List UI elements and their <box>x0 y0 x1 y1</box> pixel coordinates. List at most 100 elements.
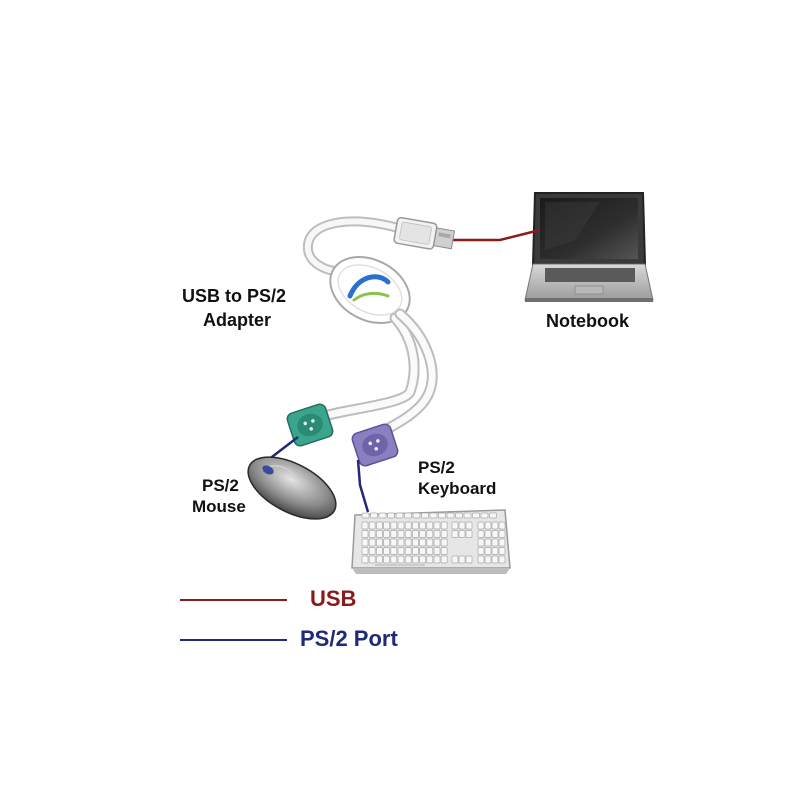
keyboard-key <box>440 555 448 564</box>
keyboard-key <box>440 547 448 555</box>
keyboard-key <box>404 547 412 555</box>
keyboard-key <box>383 538 390 547</box>
keyboard-key <box>440 538 448 547</box>
keyboard-key <box>421 512 429 519</box>
keyboard-key <box>376 555 383 564</box>
keyboard-key <box>498 521 506 530</box>
legend-usb-label: USB <box>310 586 357 611</box>
keyboard-key <box>397 530 405 538</box>
keyboard-key <box>426 555 434 564</box>
keyboard-label-line2: Keyboard <box>418 479 497 498</box>
keyboard-key <box>440 530 448 538</box>
keyboard-key <box>433 530 441 538</box>
keyboard-key <box>397 555 405 564</box>
keyboard-key <box>465 555 473 564</box>
keyboard-key <box>376 547 383 555</box>
keyboard-key <box>426 538 434 547</box>
keyboard-key <box>433 547 441 555</box>
keyboard-key <box>419 530 426 538</box>
keyboard-key <box>397 521 405 530</box>
keyboard-key <box>412 555 419 564</box>
keyboard-key <box>477 521 485 530</box>
keyboard-key <box>361 547 369 555</box>
usb-plug-icon <box>393 216 456 250</box>
keyboard-key <box>368 547 376 555</box>
keyboard-key <box>419 521 426 530</box>
keyboard-key <box>383 547 390 555</box>
keyboard-key <box>361 530 369 538</box>
mouse-icon <box>247 456 337 520</box>
keyboard-key <box>397 547 405 555</box>
keyboard-label: PS/2 Keyboard <box>418 457 496 499</box>
keyboard-key <box>484 538 492 547</box>
keyboard-key <box>383 530 390 538</box>
keyboard-key <box>498 547 506 555</box>
keyboard-key <box>433 555 441 564</box>
keyboard-key <box>451 530 459 538</box>
keyboard-key <box>440 521 448 530</box>
keyboard-key <box>426 530 434 538</box>
keyboard-key <box>433 521 441 530</box>
keyboard-key <box>429 512 438 519</box>
mouse-label-line1: PS/2 <box>202 476 239 495</box>
keyboard-key <box>404 530 412 538</box>
usb-wire <box>452 228 541 242</box>
keyboard-key <box>477 547 485 555</box>
keyboard-key <box>390 521 398 530</box>
adapter-hub-icon <box>329 255 411 325</box>
cable-to-mouse-connector <box>314 312 420 424</box>
notebook-icon <box>524 192 654 302</box>
keyboard-label-line1: PS/2 <box>418 458 455 477</box>
keyboard-key <box>484 555 492 564</box>
mouse-label: PS/2 Mouse <box>192 475 246 517</box>
keyboard-key <box>458 555 466 564</box>
keyboard-key <box>451 555 459 564</box>
keyboard-key <box>368 538 376 547</box>
keyboard-key <box>438 512 446 519</box>
keyboard-key <box>433 538 441 547</box>
keyboard-key <box>390 555 398 564</box>
keyboard-key <box>390 547 398 555</box>
keyboard-key <box>491 538 499 547</box>
keyboard-key <box>378 512 387 519</box>
keyboard-icon <box>351 509 511 574</box>
keyboard-key <box>458 530 466 538</box>
keyboard-key <box>376 530 383 538</box>
keyboard-key <box>412 530 419 538</box>
keyboard-key <box>412 512 421 519</box>
keyboard-key <box>480 512 489 519</box>
keyboard-key <box>361 512 370 519</box>
legend-usb-line <box>180 599 287 601</box>
keyboard-key <box>477 530 485 538</box>
keyboard-key <box>491 555 499 564</box>
adapter-label-line1: USB to PS/2 <box>182 286 287 306</box>
keyboard-key <box>390 538 398 547</box>
keyboard-key <box>404 521 412 530</box>
keyboard-key <box>412 521 419 530</box>
keyboard-key <box>412 547 419 555</box>
keyboard-key <box>491 547 499 555</box>
keyboard-key <box>383 521 390 530</box>
keyboard-key <box>465 521 473 530</box>
keyboard-key <box>489 512 497 519</box>
keyboard-key <box>370 512 378 519</box>
keyboard-key <box>368 555 376 564</box>
keyboard-key <box>390 530 398 538</box>
keyboard-key <box>458 521 466 530</box>
legend-ps2-line <box>180 639 287 641</box>
notebook-label: Notebook <box>546 311 629 331</box>
ps2-mouse-connector-icon <box>286 403 334 447</box>
keyboard-key <box>412 538 419 547</box>
keyboard-key <box>397 538 405 547</box>
keyboard-key <box>455 512 463 519</box>
keyboard-key <box>361 555 369 564</box>
keyboard-key <box>404 512 412 519</box>
keyboard-key <box>465 530 473 538</box>
keyboard-key <box>484 547 492 555</box>
keyboard-key <box>498 555 506 564</box>
keyboard-key <box>395 512 404 519</box>
keyboard-key <box>404 555 412 564</box>
keyboard-key <box>376 521 383 530</box>
keyboard-key <box>477 555 485 564</box>
keyboard-key <box>376 538 383 547</box>
